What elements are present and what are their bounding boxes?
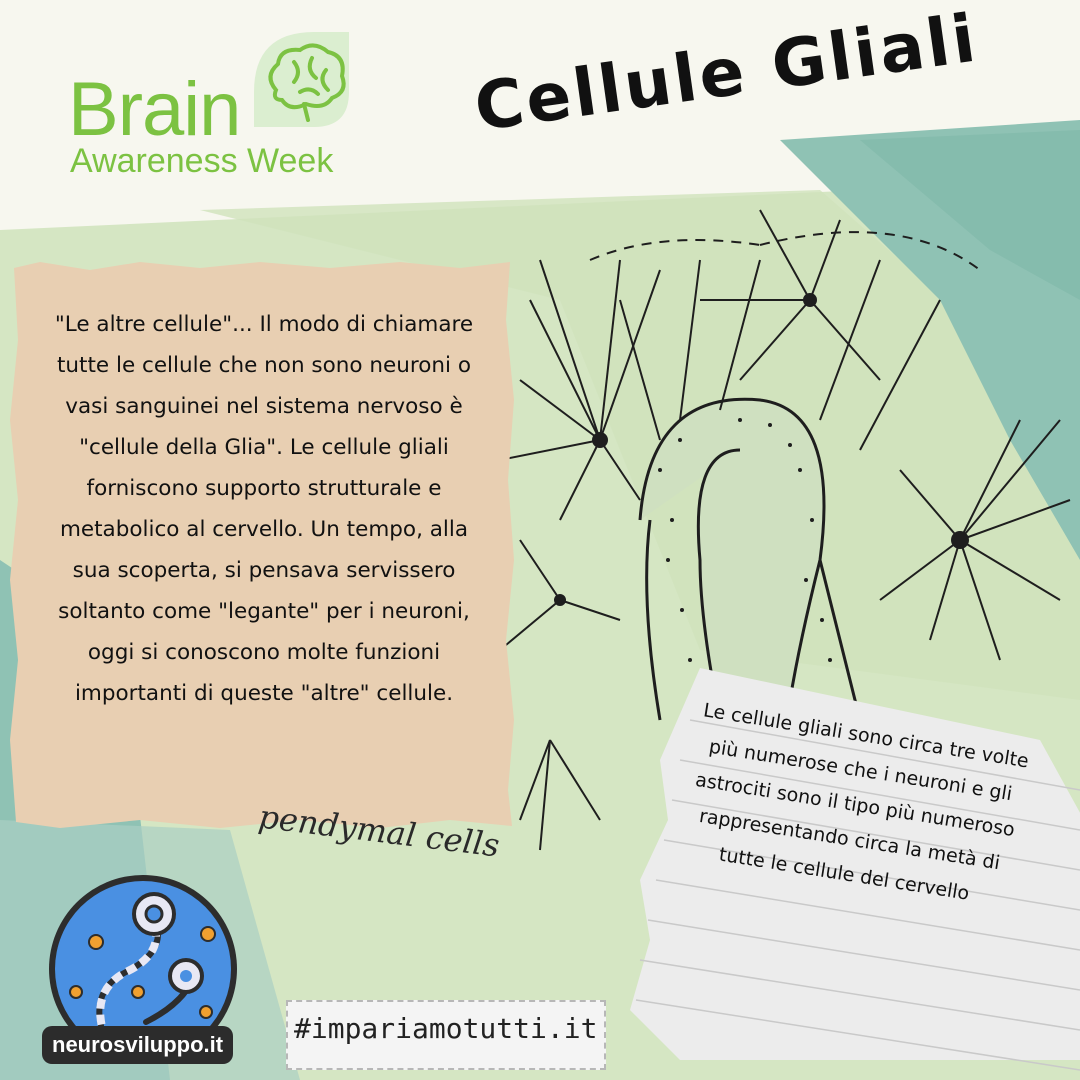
glia-illustration: [499, 209, 1071, 851]
site-label: neurosviluppo.it: [42, 1026, 234, 1064]
brain-awareness-logo: Brain Awareness Week: [68, 32, 368, 182]
main-text: "Le altre cellule"... Il modo di chiamar…: [54, 312, 474, 706]
neurosviluppo-badge-icon: [49, 875, 237, 1063]
logo-subtitle: Awareness Week: [70, 142, 334, 180]
hashtag: #impariamotutti.it: [294, 1012, 598, 1045]
hashtag-box: #impariamotutti.it: [286, 1000, 606, 1070]
text-card-bg: [10, 262, 514, 828]
text-card: "Le altre cellule"... Il modo di chiamar…: [12, 262, 514, 826]
brain-icon: [254, 32, 349, 127]
note-paper: [630, 668, 1080, 1071]
logo-word: Brain: [68, 67, 241, 152]
